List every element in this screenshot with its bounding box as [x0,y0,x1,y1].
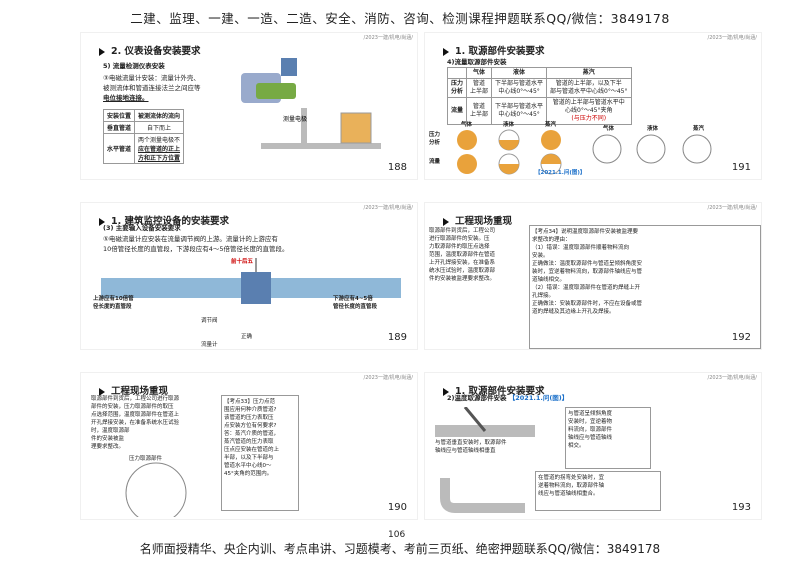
page-footer: 名师面授精华、央企内训、考点串讲、习题模考、考前三页纸、绝密押题联系QQ/微信：… [139,542,661,556]
slide-193: /2023一建/机电/尚涵/ 1. 取源部件安装要求 2)温度取源部件安装 【2… [424,372,762,520]
slide-label: /2023一建/机电/尚涵/ [363,35,413,41]
annotation: 前十后五 [231,259,254,265]
slide-190: /2023一建/机电/尚涵/ 工程现场重现 取源部件到货后，工程公司进行取源部件… [80,372,418,520]
annotation: 流量计 [201,342,218,348]
slide-title: 1. 建筑监控设备的安装要求 [99,213,229,227]
annotation: 正确 [241,334,253,340]
diagram-label: 蒸汽 [693,126,705,132]
slide-188: /2023一建/机电/尚涵/ 2. 仪表设备安装要求 5) 流量检测仪表安装 ③… [80,32,418,180]
bullet-triangle-icon [99,387,105,396]
subtitle: (3) 主要输入设备安装要求 [103,224,181,232]
answer-box: 【考点34】说明温度取源部件安装被监理要求整改的理由：（1）错误：温度取源部件顺… [529,225,761,349]
diagram-label: 液体 [503,122,515,128]
side-label: 流量 [429,159,441,165]
flowmeter-illustration: 测量电极 [241,58,381,149]
bullet-triangle-icon [443,47,449,56]
slide-189: /2023一建/机电/尚涵/ 1. 建筑监控设备的安装要求 (3) 主要输入设备… [80,202,418,350]
slide-number: 188 [387,162,407,173]
slide-label: /2023一建/机电/尚涵/ [363,375,413,381]
side-label: 压力分析 [429,132,441,146]
flow-direction-table: 安装位置被测流体的流向 垂直管道自下而上 水平管道两个测量电极不应在管道的正上方… [102,109,185,164]
slide-number: 191 [731,162,751,173]
svg-text:测量电极: 测量电极 [283,115,307,123]
answer-box: 【考点33】压力点范围应用何种介质管道?该管道的压力表取压点安装方位有何要求?答… [221,395,299,511]
bullet-triangle-icon [99,217,105,226]
slide-192: /2023一建/机电/尚涵/ 工程现场重现 取源部件到货后，工程公司进行取源部件… [424,202,762,350]
slide-label: /2023一建/机电/尚涵/ [707,35,757,41]
slide-191: /2023一建/机电/尚涵/ 1. 取源部件安装要求 4)流量取源部件安装 气体… [424,32,762,180]
diagram-label: 气体 [603,126,615,132]
slide-number: 189 [387,332,407,343]
slide-title: 工程现场重现 [99,383,168,397]
subtitle: 5) 流量检测仪表安装 [103,62,165,70]
page-header: 二建、监理、一建、一造、二造、安全、消防、咨询、检测课程押题联系QQ/微信：38… [130,11,670,26]
note-box: 与管道呈倾斜角度安装时，宜逆着物料流向，取源部件轴线应与管道轴线相交。 [565,407,651,469]
scenario-text: 取源部件到货后，工程公司进行取源部件的安装，压力取源部件的取压点选择范围，温度取… [91,396,180,450]
paragraph: ③电磁流量计安装：流量计外壳、被测流体和管道连接法兰之间应等电位接地连接。 [103,74,201,102]
tap-angle-diagrams [457,129,562,175]
subtitle: 2)温度取源部件安装 【2021.1.问(图)】 [447,394,569,402]
slide-title: 工程现场重现 [443,213,512,227]
slide-title: 1. 取源部件安装要求 [443,43,545,57]
scenario-text: 取源部件到货后，工程公司进行取源部件的安装。压力取源部件的取压点选择范围，温度取… [429,228,496,282]
page-number: 106 [388,530,406,540]
diagram-label: 蒸汽 [545,122,557,128]
angled-pipe-diagram [435,407,535,437]
annotation: 压力取源部件 [129,456,163,462]
slide-title: 1. 取源部件安装要求 [443,383,545,397]
annotation: 调节阀 [201,318,218,324]
bullet-triangle-icon [99,47,105,56]
slide-number: 193 [731,502,751,513]
annotation: 下游应有4~5倍管径长度的直管段 [333,296,378,310]
slide-label: /2023一建/机电/尚涵/ [363,205,413,211]
elbow-pipe-diagram [440,478,525,513]
orientation-circles [592,134,712,164]
flow-source-table: 气体液体蒸汽 压力分析 管道上半部 下半部与管道水平中心线0°～45° 管道的上… [446,67,632,125]
bullet-triangle-icon [443,217,449,226]
slide-label: /2023一建/机电/尚涵/ [707,375,757,381]
bullet-triangle-icon [443,387,449,396]
slide-number: 190 [387,502,407,513]
exam-tag: 【2021.1.问(图)】 [535,170,586,176]
subtitle: 4)流量取源部件安装 [447,58,507,66]
note: 与管道垂直安装时，取源部件轴线应与管道轴线相垂直 [435,440,507,454]
pipe-diagram [101,258,401,304]
slide-label: /2023一建/机电/尚涵/ [707,205,757,211]
note-box: 在管道的拐弯处安装时，宜逆着物料流向，取源部件轴线应与管道轴线相重合。 [535,471,661,511]
slide-number: 192 [731,332,751,343]
diagram-label: 液体 [647,126,659,132]
annotation: 上游应有10倍管径长度的直管段 [93,296,134,310]
diagram-label: 气体 [461,122,473,128]
pipe-circle-diagram [125,462,187,517]
slide-title: 2. 仪表设备安装要求 [99,43,201,57]
